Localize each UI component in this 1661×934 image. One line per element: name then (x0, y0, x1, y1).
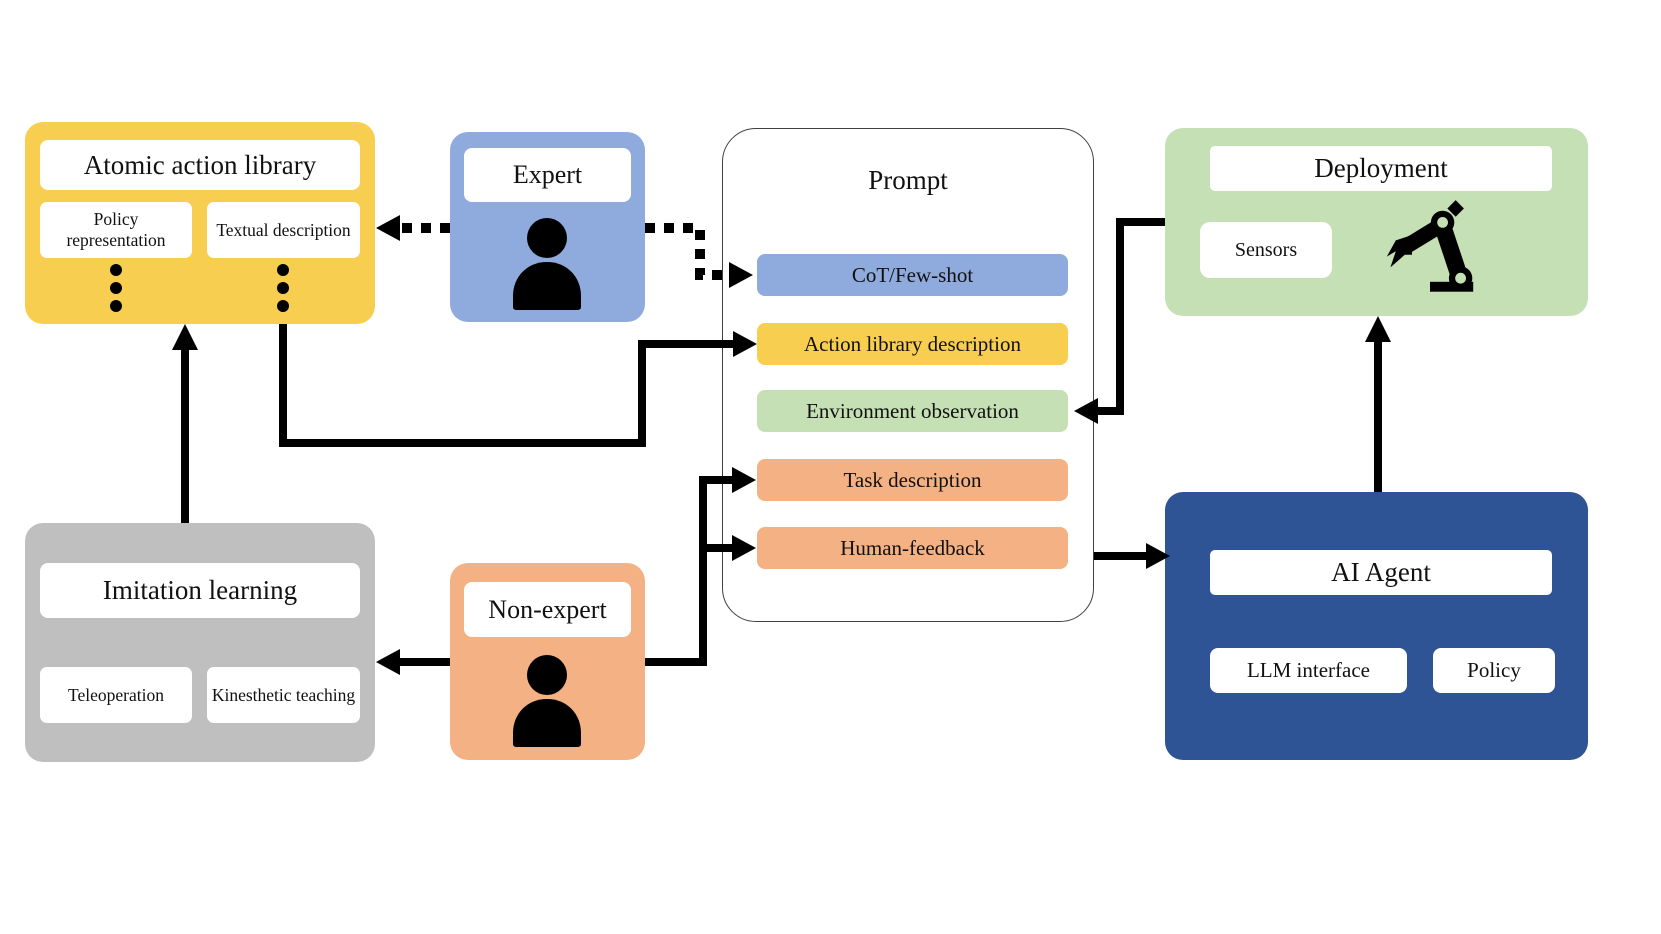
vertical-ellipsis-dots (271, 264, 295, 312)
atomic-action-library-title: Atomic action library (40, 140, 360, 190)
person-icon (497, 210, 597, 314)
textual-description-box: Textual description (207, 202, 360, 258)
arrow-ai-agent-to-deployment (1365, 316, 1391, 492)
prompt-bar-cot-few-shot: CoT/Few-shot (757, 254, 1068, 296)
deployment-box: Deployment Sensors (1165, 128, 1588, 316)
sensors-box: Sensors (1200, 222, 1332, 278)
prompt-bar-human-feedback: Human-feedback (757, 527, 1068, 569)
policy-box: Policy (1433, 648, 1555, 693)
non-expert-title: Non-expert (464, 582, 631, 637)
prompt-bar-action-library-description: Action library description (757, 323, 1068, 365)
teleoperation-box: Teleoperation (40, 667, 192, 723)
prompt-bar-task-description: Task description (757, 459, 1068, 501)
kinesthetic-teaching-box: Kinesthetic teaching (207, 667, 360, 723)
prompt-title: Prompt (868, 165, 948, 195)
arrow-prompt-to-ai-agent (1094, 543, 1170, 569)
imitation-learning-title: Imitation learning (40, 563, 360, 618)
dashed-arrow-expert-to-atomic (376, 215, 450, 241)
vertical-ellipsis-dots (104, 264, 128, 312)
person-icon (497, 647, 597, 751)
imitation-learning-box: Imitation learning Teleoperation Kinesth… (25, 523, 375, 762)
robot-arm-icon (1375, 190, 1485, 298)
arrow-textual-to-action-library (279, 324, 757, 447)
non-expert-box: Non-expert (450, 563, 645, 760)
policy-representation-box: Policy representation (40, 202, 192, 258)
atomic-action-library-box: Atomic action library Policy representat… (25, 122, 375, 324)
expert-box: Expert (450, 132, 645, 322)
llm-interface-box: LLM interface (1210, 648, 1407, 693)
arrow-nonexpert-to-imitation (376, 649, 450, 675)
ai-agent-box: AI Agent LLM interface Policy (1165, 492, 1588, 760)
prompt-bar-environment-observation: Environment observation (757, 390, 1068, 432)
expert-title: Expert (464, 148, 631, 202)
arrow-imitation-to-atomic (172, 324, 198, 523)
ai-agent-title: AI Agent (1210, 550, 1552, 595)
deployment-title: Deployment (1210, 146, 1552, 191)
